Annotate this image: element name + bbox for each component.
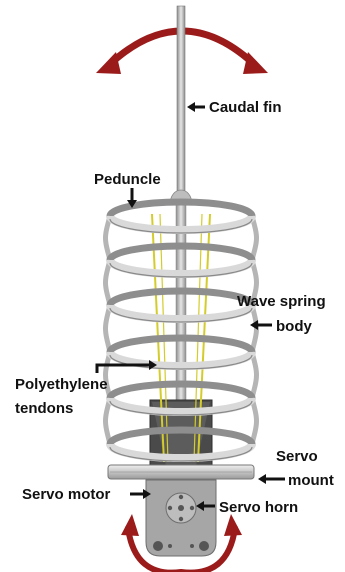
servo-mount	[108, 465, 254, 479]
servo-motor-label: Servo motor	[22, 486, 111, 503]
wave-spring-label-line2: body	[276, 318, 312, 335]
caudal-fin	[177, 6, 185, 192]
peduncle-label: Peduncle	[94, 171, 161, 188]
wave-spring-label-line1: Wave spring	[237, 293, 326, 310]
servo-horn	[146, 480, 216, 556]
servo-horn-label: Servo horn	[219, 499, 298, 516]
servo-mount-label-line1: Servo	[276, 448, 318, 465]
polyethylene-label-line1: Polyethylene	[15, 376, 108, 393]
polyethylene-label-line2: tendons	[15, 400, 73, 417]
servo-mount-label-line2: mount	[288, 472, 334, 489]
caudal-fin-label: Caudal fin	[209, 99, 282, 116]
